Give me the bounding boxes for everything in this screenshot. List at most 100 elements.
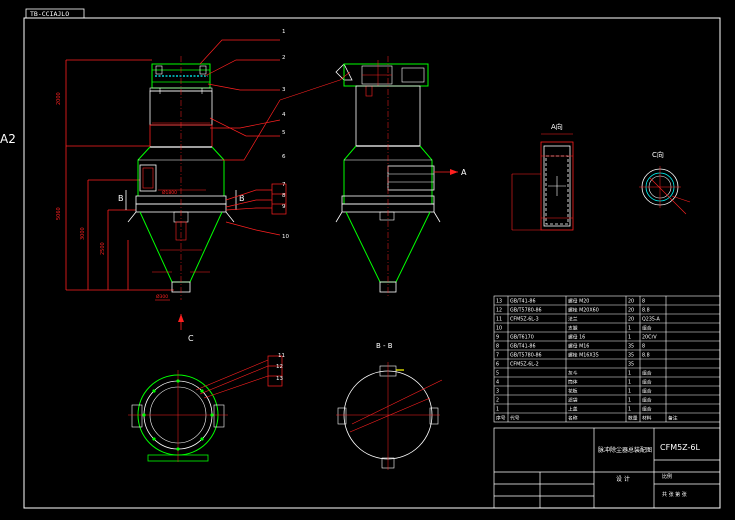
bottom-view [128,359,269,462]
bom-cell-no: 9 [496,335,499,341]
bom-cell-name: 上盖 [568,406,578,413]
bom-cell-no: 10 [496,326,502,332]
bom-cell-code: GB/T41-86 [510,344,536,350]
title-company: 设 计 [616,475,630,483]
callout-9: 9 [282,204,286,210]
bom-cell-qty: 1 [628,371,631,377]
bom-cell-qty: 35 [628,344,634,350]
bom-cell-name: 灰斗 [568,370,578,377]
bom-cell-name: 筒体 [568,379,578,386]
bom-cell-mat: Q235-A [642,317,661,323]
bom-cell-no: 11 [496,317,502,323]
svg-text:5060: 5060 [56,207,62,220]
bom-cell-no: 3 [496,389,499,395]
callout-12: 12 [276,364,283,370]
bom-cell-code: CFM5Z-6L-3 [510,317,539,323]
callout-5: 5 [282,130,286,136]
bom-cell-no: 1 [496,407,499,413]
view-a [511,133,574,231]
view-bb [336,362,443,470]
bom-cell-no: 7 [496,353,499,359]
bom-cell-no: 5 [496,371,499,377]
callout-7: 7 [282,182,286,188]
svg-text:2500: 2500 [100,242,106,255]
bom-cell-qty: 1 [628,380,631,386]
view-b-label-left: B [118,194,124,203]
callout-11: 11 [278,353,285,359]
bom-cell-no: 4 [496,380,499,386]
view-c [639,166,691,215]
bom-cell-mat: 组合 [642,325,652,332]
bom-cell-no: 12 [496,308,502,314]
side-view [279,56,458,298]
bom-cell-code: GB/T6170 [510,335,534,341]
callout-13: 13 [276,376,283,382]
bom-cell-qty: 35 [628,362,634,368]
bom-cell-qty: 20 [628,308,634,314]
bom-cell-name: 花板 [568,388,578,395]
bom-cell-qty: 1 [628,389,631,395]
bom-cell-qty: 1 [628,335,631,341]
bom-cell-code: GB/T5780-86 [510,353,542,359]
section-c-label: C向 [652,150,664,159]
bom-cell-mat: 组合 [642,370,652,377]
bom-cell-name: 螺母 16 [568,334,585,341]
title-drawing-name: 脉冲除尘器总装配图 [598,446,652,454]
svg-text:Ø1800: Ø1800 [162,189,177,196]
callout-box-lower [267,355,283,387]
callout-6: 6 [282,154,286,160]
svg-text:Ø300: Ø300 [156,293,168,300]
callout-4: 4 [282,112,286,118]
bom-cell-qty: 20 [628,299,634,305]
arrow-c-label: C [188,334,194,343]
section-bb-label: B - B [376,342,393,350]
bom-cell-mat: 8.8 [642,353,650,359]
title-block [493,427,721,509]
section-a-label: A向 [551,122,563,131]
bom-cell-mat: 8 [642,299,645,305]
bom-cell-mat: 8 [642,344,645,350]
title-sheet: 共 张 第 张 [662,491,687,498]
bom-cell-name: 法兰 [568,316,578,323]
bom-cell-mat: 20CrV [642,335,657,341]
bom-cell-qty: 1 [628,326,631,332]
bom-cell-name: 螺栓 M20X60 [568,307,599,314]
bom-header-mat: 材料 [642,415,652,422]
bom-cell-qty: 20 [628,317,634,323]
bom-cell-qty: 35 [628,353,634,359]
bom-header-note: 备注 [668,415,678,422]
bom-cell-name: 滤袋 [568,397,578,404]
bom-cell-qty: 1 [628,398,631,404]
callout-10: 10 [282,234,289,240]
bom-cell-code: GB/T41-86 [510,299,536,305]
bom-cell-code: CFM5Z-6L-2 [510,362,539,368]
title-drawing-no: CFM5Z-6L [660,443,700,452]
bom-header-code: 代号 [510,415,520,422]
bom-cell-qty: 1 [628,407,631,413]
callout-2: 2 [282,55,286,61]
sheet-size-label: A2 [0,132,16,146]
front-view: 2000 5060 3000 2500 Ø1800 [56,56,237,330]
bom-cell-mat: 组合 [642,397,652,404]
bom-header-name: 名称 [568,415,578,422]
bom-cell-code: GB/T5780-86 [510,308,542,314]
bom-cell-name: 支腿 [568,325,578,332]
bom-cell-no: 13 [496,299,502,305]
title-scale: 比例 [662,473,672,480]
bom-cell-mat: 8.8 [642,308,650,314]
leader-lines [199,39,287,236]
bom-cell-mat: 组合 [642,379,652,386]
bom-cell-no: 6 [496,362,499,368]
callout-8: 8 [282,193,286,199]
bom-cell-name: 螺栓 M16X35 [568,352,599,359]
bom-header-qty: 数量 [628,415,638,422]
bom-header-no: 序号 [496,415,506,422]
arrow-a-label: A [461,168,467,177]
bom-cell-name: 螺母 M20 [568,298,589,305]
callout-1: 1 [282,29,286,35]
svg-text:2000: 2000 [56,92,62,105]
drawing-tag: TB-CCIAJLO [30,10,69,18]
view-b-label-right: B [239,194,245,203]
